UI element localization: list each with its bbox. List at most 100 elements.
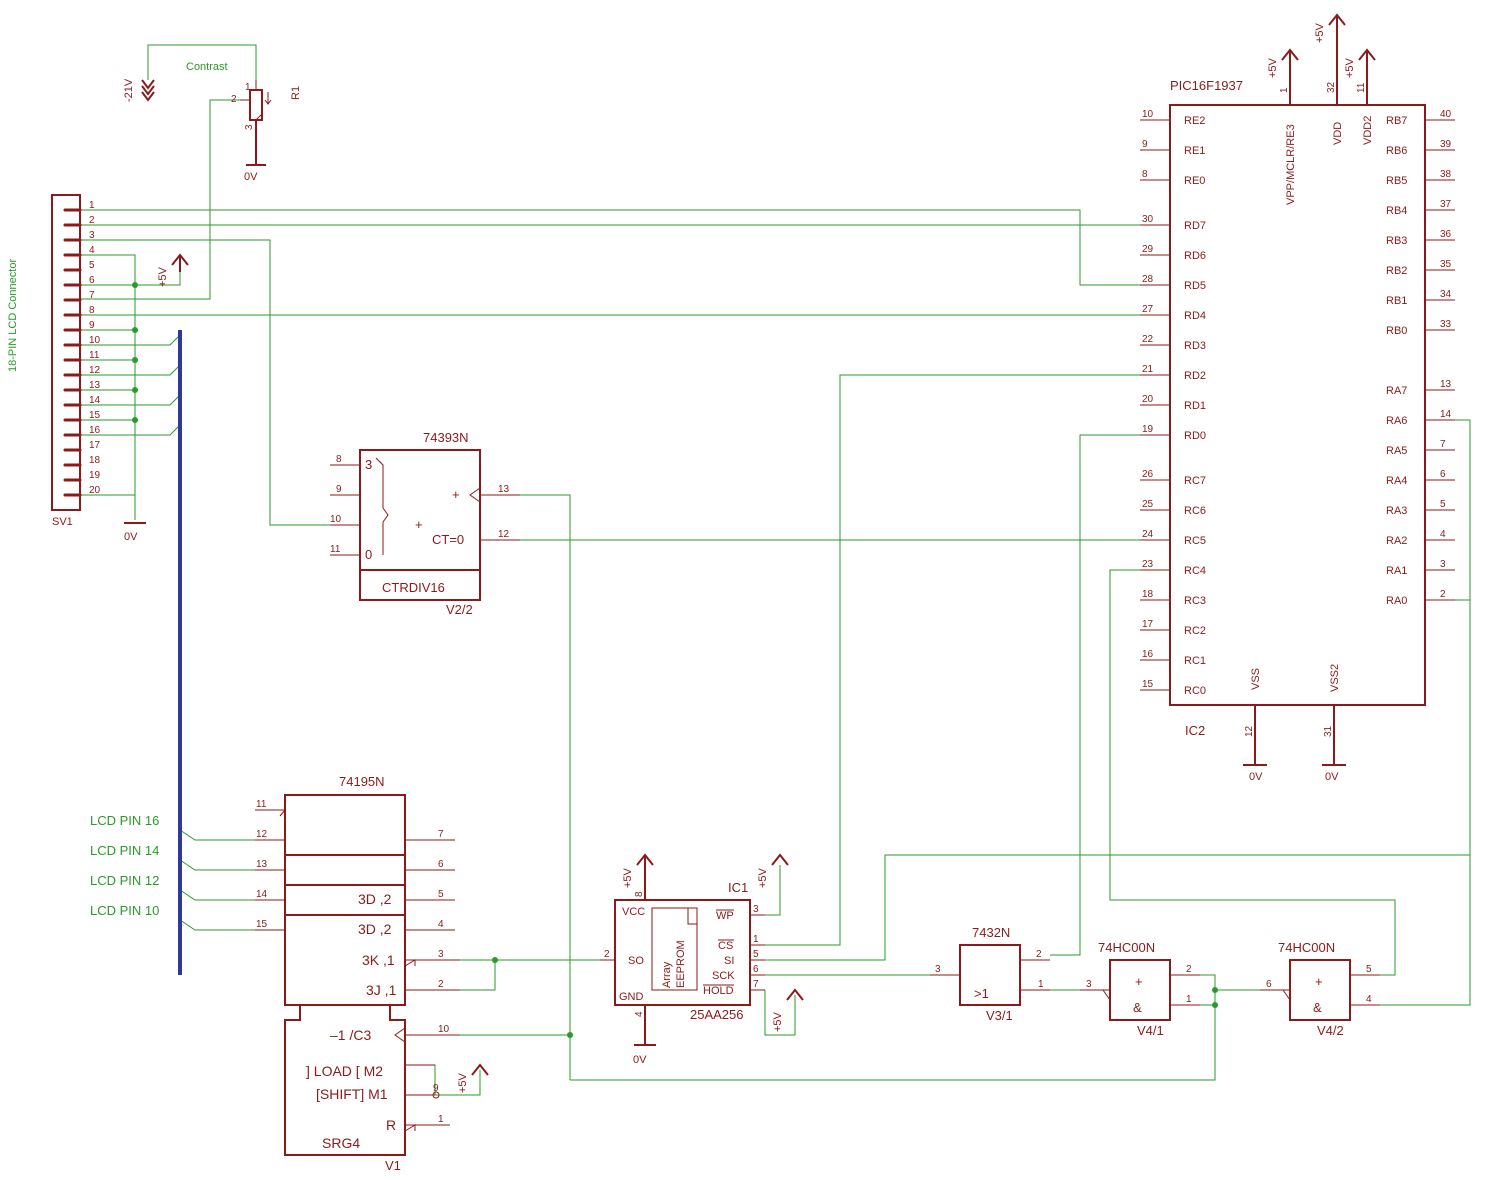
- mcu-pin-number: 14: [1440, 409, 1452, 420]
- mcu-pin-name: RB4: [1386, 205, 1407, 217]
- mcu-pin-number: 33: [1440, 319, 1452, 330]
- eeprom-hold: HOLD: [703, 985, 734, 997]
- or-pin-3: 3: [935, 964, 941, 975]
- counter-pin-10: 10: [330, 514, 342, 525]
- sr-pin-number: 5: [438, 889, 444, 900]
- mcu-pin-name: RC6: [1184, 505, 1206, 517]
- eeprom-pin-2: 2: [604, 949, 610, 960]
- plus5v-label-eeprom-wp: +5V: [757, 867, 769, 888]
- mcu-pin-name: RC0: [1184, 685, 1206, 697]
- sr-d1: 3D ,2: [358, 891, 392, 907]
- connector-pin-number: 17: [89, 440, 101, 451]
- mcu-pin-number: 36: [1440, 229, 1452, 240]
- ground-label-eeprom: 0V: [633, 1054, 647, 1066]
- mcu-pin-number: 24: [1142, 529, 1154, 540]
- mcu-pin-name: VDD: [1332, 122, 1344, 145]
- or-ref: V3/1: [986, 1008, 1013, 1023]
- ground-label-connector: 0V: [124, 531, 138, 543]
- lcd-pin-16-label: LCD PIN 16: [90, 813, 159, 828]
- sr-pin-number: 14: [256, 889, 268, 900]
- mcu-pin-name: RA1: [1386, 565, 1407, 577]
- mcu-pin-name: RB7: [1386, 115, 1407, 127]
- nand2-plus: +: [1315, 974, 1323, 989]
- mcu-pin-number: 29: [1142, 244, 1154, 255]
- mcu-pin-name: RD2: [1184, 370, 1206, 382]
- mcu-pin-name: RD1: [1184, 400, 1206, 412]
- counter-pin-9: 9: [336, 484, 342, 495]
- mcu-ref: IC2: [1185, 723, 1205, 738]
- mcu-pin-name: RD5: [1184, 280, 1206, 292]
- connector-pin-number: 11: [89, 350, 100, 361]
- mcu-pin-name: RC3: [1184, 595, 1206, 607]
- mcu-pin-number: 34: [1440, 289, 1452, 300]
- sr-load: ] LOAD [ M2: [306, 1063, 383, 1079]
- nand1-pin-3: 3: [1086, 979, 1092, 990]
- eeprom-pin-6: 6: [753, 964, 759, 975]
- sr-pin-number: 6: [438, 859, 444, 870]
- mcu-pin-name: RB1: [1386, 295, 1407, 307]
- mcu-pin-name: RC5: [1184, 535, 1206, 547]
- mcu-pin-name: RE2: [1184, 115, 1205, 127]
- mcu-pin-name: RA5: [1386, 445, 1407, 457]
- mcu-pin-name: RA4: [1386, 475, 1407, 487]
- nand1-amp: &: [1133, 1000, 1142, 1015]
- eeprom-pin-3: 3: [753, 904, 759, 915]
- eeprom-array: Array: [661, 961, 673, 988]
- sr-pin-number: 13: [256, 859, 268, 870]
- sr-part: 74195N: [339, 774, 385, 789]
- connector-pin-number: 20: [89, 485, 101, 496]
- mcu-pin-name: RB3: [1386, 235, 1407, 247]
- counter-pin-11: 11: [330, 544, 341, 555]
- counter-plus-clock: +: [452, 487, 460, 502]
- mcu-pin-number: 39: [1440, 139, 1452, 150]
- connector-pin-number: 12: [89, 365, 101, 376]
- nand2-pin-4: 4: [1366, 994, 1372, 1005]
- plus5v-label-connector: +5V: [157, 266, 169, 287]
- connector-pin-number: 9: [89, 320, 95, 331]
- plus5v-label-shiftreg: +5V: [457, 1072, 469, 1093]
- sr-pin-number: 3: [438, 949, 444, 960]
- mcu-pin-number: 32: [1326, 81, 1337, 93]
- connector-pin-number: 6: [89, 275, 95, 286]
- counter-func: CTRDIV16: [382, 580, 445, 595]
- wires: [80, 44, 1471, 1096]
- minus21v-label: -21V: [123, 78, 135, 102]
- eeprom-so: SO: [628, 955, 644, 967]
- counter-ref: V2/2: [446, 602, 473, 617]
- mcu-pin-name: VSS: [1250, 668, 1262, 690]
- mcu-pin-name: RA3: [1386, 505, 1407, 517]
- nand2-pin-5: 5: [1366, 964, 1372, 975]
- sr-pin-number: 15: [256, 919, 268, 930]
- eeprom-part: 25AA256: [690, 1007, 744, 1022]
- counter-part: 74393N: [423, 430, 469, 445]
- mcu-pin-number: 9: [1142, 139, 1148, 150]
- sr-pin-number: 1: [438, 1114, 444, 1125]
- mcu-pin-name: RD4: [1184, 310, 1206, 322]
- mcu-pin-number: 2: [1440, 589, 1446, 600]
- mcu-pin-number: 19: [1142, 424, 1154, 435]
- mcu-pin-number: 4: [1440, 529, 1446, 540]
- nand1-pin-2: 2: [1186, 964, 1192, 975]
- nand2-pin-6: 6: [1266, 979, 1272, 990]
- nand-gate-2: 6 5 4 + & 74HC00N V4/2: [1260, 940, 1380, 1038]
- counter-in-0: 0: [365, 547, 372, 562]
- counter-74393n: 8 9 10 11 13 12 3 0 + + CT=0 CTRDIV16 74…: [330, 430, 520, 617]
- nand2-ref: V4/2: [1317, 1023, 1344, 1038]
- mcu-pin-name: RA0: [1386, 595, 1407, 607]
- eeprom-25aa256: VCC SO GND WP CS SI SCK HOLD Array EEPRO…: [600, 880, 765, 1022]
- eeprom-vcc: VCC: [622, 906, 645, 918]
- mcu-pin-number: 21: [1142, 364, 1154, 375]
- mcu-pin-number: 28: [1142, 274, 1154, 285]
- mcu-pin-name: RC7: [1184, 475, 1206, 487]
- plus5v-label-mclr: +5V: [1267, 57, 1279, 78]
- sr-d2: 3D ,2: [358, 921, 392, 937]
- sr-pin-number: 12: [256, 829, 268, 840]
- connector-pin-number: 5: [89, 260, 95, 271]
- eeprom-wp: WP: [716, 910, 734, 922]
- mcu-pin-name: RE1: [1184, 145, 1205, 157]
- connector-pin-number: 1: [89, 200, 95, 211]
- lcd-pin-10-label: LCD PIN 10: [90, 903, 159, 918]
- mcu-pin-number: 40: [1440, 109, 1452, 120]
